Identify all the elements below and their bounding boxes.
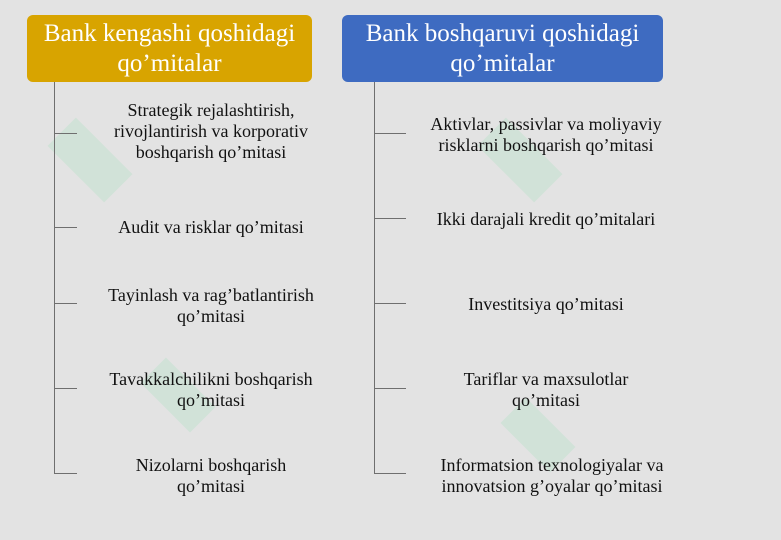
committee-item: Audit va risklar qo’mitasi — [118, 217, 304, 237]
committee-item: Strategik rejalashtirish, rivojlantirish… — [114, 100, 308, 162]
committee-item: Ikki darajali kredit qo’mitalari — [436, 209, 656, 229]
committee-item: Tavakkalchilikni boshqarish qo’mitasi — [109, 369, 313, 410]
left-branch-line — [54, 473, 77, 474]
committee-item: Nizolarni boshqarish qo’mitasi — [135, 455, 287, 496]
right-branch-line — [374, 133, 406, 134]
left-branch-line — [54, 303, 77, 304]
committee-item: Tariflar va maxsulotlar qo’mitasi — [463, 369, 629, 410]
left-branch-line — [54, 133, 77, 134]
left-connector-line — [54, 82, 55, 474]
committee-item: Investitsiya qo’mitasi — [468, 294, 624, 314]
left-branch-line — [54, 227, 77, 228]
left-branch-line — [54, 388, 77, 389]
right-branch-line — [374, 303, 406, 304]
left-column-header: Bank kengashi qoshidagi qo’mitalar — [27, 15, 312, 82]
right-branch-line — [374, 473, 406, 474]
right-connector-line — [374, 82, 375, 474]
right-branch-line — [374, 218, 406, 219]
right-branch-line — [374, 388, 406, 389]
committee-item: Tayinlash va rag’batlantirish qo’mitasi — [108, 285, 314, 326]
committee-item: Informatsion texnologiyalar va innovatsi… — [440, 455, 664, 496]
right-column-header: Bank boshqaruvi qoshidagi qo’mitalar — [342, 15, 663, 82]
committee-item: Aktivlar, passivlar va moliyaviy risklar… — [430, 114, 662, 155]
